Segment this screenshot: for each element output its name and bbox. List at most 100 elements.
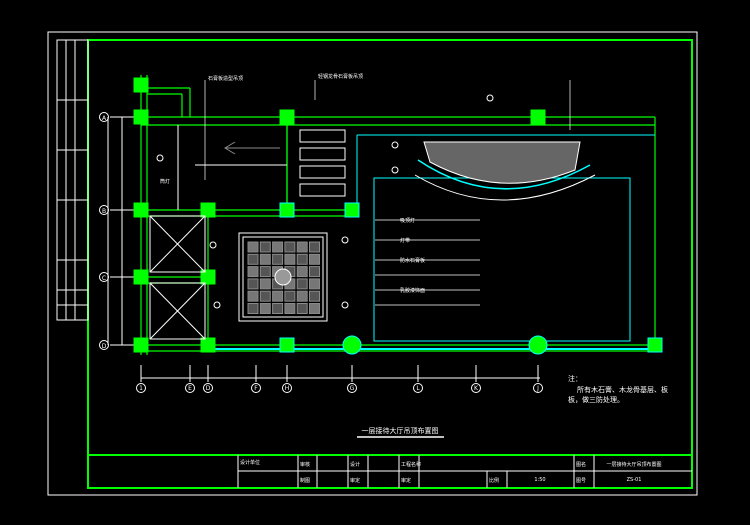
axis-bubble — [413, 383, 423, 393]
round-column — [342, 335, 362, 355]
ceiling-light-box — [299, 165, 346, 179]
tile — [272, 290, 284, 302]
axis-bubble — [347, 383, 357, 393]
elevator-shaft — [149, 215, 206, 273]
column — [279, 202, 295, 218]
drawing-title: 一层接待大厅吊顶布置图 — [362, 426, 439, 435]
row-axis-label: A — [102, 115, 107, 122]
axis-bubble — [99, 205, 109, 215]
notes-text: 所有木石膏、木龙骨基层、板 — [577, 385, 668, 394]
tile — [284, 241, 296, 253]
axis-bubble — [533, 383, 543, 393]
row-axis-label: C — [102, 275, 106, 282]
notes-heading: 注： — [568, 374, 582, 383]
annotation-text: 石膏板造型吊顶 — [208, 75, 243, 82]
downlight-icon — [213, 301, 221, 309]
tile — [247, 241, 259, 253]
tile — [309, 303, 320, 314]
skylight-frame — [242, 236, 324, 318]
column — [279, 109, 295, 125]
tile — [296, 253, 308, 265]
skylight-lamp — [274, 268, 292, 286]
tile — [284, 253, 296, 265]
checked-label: 审核 — [300, 461, 310, 468]
notes-text: 板，做三防处理。 — [568, 395, 624, 404]
axis-bubble — [282, 383, 292, 393]
annotation-text: 乳胶漆饰面 — [400, 287, 425, 294]
axis-bubble — [203, 383, 213, 393]
column — [133, 337, 149, 353]
tile — [296, 290, 308, 302]
axis-bubble — [185, 383, 195, 393]
arrow-icon — [224, 141, 236, 155]
downlight-icon — [156, 154, 164, 162]
tile — [272, 303, 284, 314]
ceiling-curve — [414, 174, 596, 201]
annotation-text: 吸顶灯 — [400, 217, 415, 224]
downlight-icon — [391, 166, 399, 174]
axis-bubble — [99, 340, 109, 350]
skylight-frame — [238, 232, 328, 322]
column — [200, 269, 216, 285]
tile — [296, 303, 308, 314]
downlight-icon — [391, 141, 399, 149]
tile — [284, 290, 296, 302]
feature-ceiling — [423, 141, 581, 184]
column-axis-label: 1 — [139, 385, 143, 392]
axis-bubble — [99, 112, 109, 122]
tile — [296, 278, 308, 290]
tile — [309, 266, 320, 278]
drawn-label: 设计 — [350, 461, 360, 468]
tile — [247, 278, 259, 290]
downlight-icon — [486, 94, 494, 102]
drawing-number: ZS-01 — [627, 477, 642, 483]
ceiling-curve — [417, 159, 591, 190]
column-axis-label: L — [416, 385, 420, 392]
axis-bubble — [251, 383, 261, 393]
approved-label: 审定 — [401, 477, 411, 484]
axis-bubble — [471, 383, 481, 393]
number-label: 图号 — [576, 478, 586, 484]
tile — [247, 253, 259, 265]
tile — [259, 290, 271, 302]
column-axis-label: F — [254, 385, 258, 392]
column — [647, 337, 663, 353]
company-name: 设计单位 — [240, 459, 260, 466]
design-label: 制图 — [300, 477, 310, 484]
tile — [296, 241, 308, 253]
elevator-cross — [149, 282, 206, 340]
tile — [296, 266, 308, 278]
approved-label: 审定 — [350, 477, 360, 484]
scale-label: 比例 — [489, 477, 499, 484]
column — [344, 202, 360, 218]
tile — [284, 303, 296, 314]
column-axis-label: H — [285, 385, 290, 392]
column — [133, 77, 149, 93]
tile — [259, 266, 271, 278]
axis-bubble — [99, 272, 109, 282]
tile — [259, 253, 271, 265]
row-axis-label: B — [102, 208, 106, 215]
column-axis-label: K — [474, 385, 479, 392]
column-axis-label: G — [350, 385, 355, 392]
round-column — [528, 335, 548, 355]
tile — [272, 253, 284, 265]
scale-value: 1:50 — [534, 477, 545, 483]
ceiling-light-box — [299, 183, 346, 197]
tile — [309, 290, 320, 302]
annotation-text: 轻钢龙骨石膏板吊顶 — [318, 73, 363, 80]
tile — [247, 303, 259, 314]
tile — [309, 253, 320, 265]
inner-frame — [87, 39, 693, 489]
tile — [309, 278, 320, 290]
tile — [247, 266, 259, 278]
tile — [259, 303, 271, 314]
annotation-text: 筒灯 — [160, 178, 170, 185]
annotation-text: 灯带 — [400, 237, 410, 244]
column-axis-label: D — [206, 385, 211, 392]
column — [133, 202, 149, 218]
row-axis-label: D — [102, 343, 107, 350]
annotation-text: 防水石膏板 — [400, 257, 425, 264]
left-strip — [56, 39, 89, 321]
